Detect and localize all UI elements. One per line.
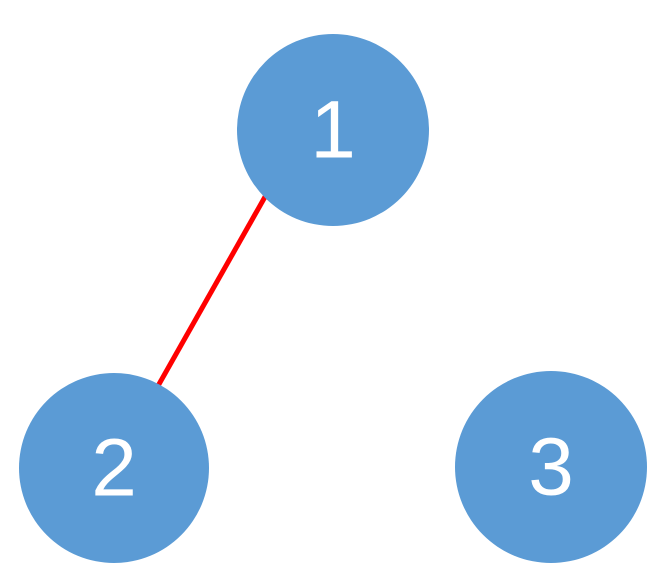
node-3[interactable]: 3	[455, 371, 647, 563]
edge-node1-node2[interactable]	[151, 186, 273, 395]
node-1-label: 1	[310, 85, 356, 176]
node-1[interactable]: 1	[237, 34, 429, 226]
node-2[interactable]: 2	[19, 373, 209, 563]
node-2-circle[interactable]	[19, 373, 209, 563]
node-3-label: 3	[528, 422, 574, 513]
node-2-label: 2	[91, 423, 137, 514]
node-1-circle[interactable]	[237, 34, 429, 226]
node-3-circle[interactable]	[455, 371, 647, 563]
